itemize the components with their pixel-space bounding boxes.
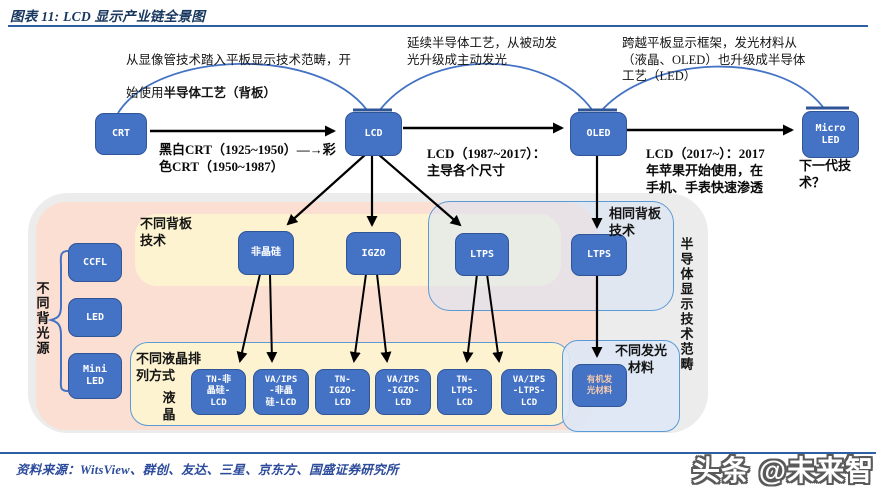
- node-tn-ltps-lcd: TN- LTPS- LCD: [437, 369, 492, 415]
- node-tn-asi-lcd: TN-非 晶硅- LCD: [191, 369, 246, 415]
- node-led: LED: [68, 298, 122, 337]
- node-igzo: IGZO: [346, 232, 401, 275]
- watermark: 头条 @未来智库: [692, 455, 875, 486]
- title-divider: [8, 25, 868, 27]
- node-vaips-ltps-lcd: VA/IPS -LTPS- LCD: [501, 369, 557, 415]
- source-note: 资料来源：WitsView、群创、友达、三星、京东方、国盛证券研究所: [16, 463, 399, 477]
- annotation-crt-to-lcd-line1: 从显像管技术踏入平板显示技术范畴，开: [126, 52, 352, 67]
- label-backlight: 不同背光源: [34, 281, 50, 356]
- arc-lcd-to-oled: [378, 63, 594, 112]
- node-ccfl: CCFL: [68, 243, 122, 282]
- node-tn-igzo-lcd: TN- IGZO- LCD: [315, 369, 370, 415]
- caption-oled: LCD（2017~）：2017 年苹果开始使用，在 手机、手表快速渗透: [646, 146, 765, 195]
- annotation-crt-to-lcd-line2-prefix: 始使用: [126, 85, 164, 100]
- label-semiconductor-scope: 半导体显示技术范畴: [678, 237, 694, 372]
- label-lc-alignment: 不同液晶排 列方式: [136, 351, 202, 383]
- label-same-backplane: 相同背板 技术: [609, 206, 662, 238]
- node-oled: OLED: [570, 112, 627, 156]
- caption-lcd: LCD（1987~2017）： 主导各个尺寸: [427, 146, 546, 178]
- node-microled: Micro LED: [802, 111, 859, 158]
- figure-title: 图表 11: LCD 显示产业链全景图: [10, 9, 206, 24]
- node-lcd: LCD: [345, 112, 402, 156]
- annotation-oled-to-microled: 跨越平板显示框架，发光材料从 （液晶、OLED）也升级成半导体 工艺（LED）: [622, 36, 806, 83]
- node-ltps: LTPS: [455, 233, 509, 276]
- caption-microled: 下一代技 术？: [799, 158, 852, 190]
- node-asi: 非晶硅: [238, 231, 294, 275]
- node-crt: CRT: [95, 113, 147, 155]
- caption-crt: 黑白CRT（1925~1950）—→彩 色CRT（1950~1987）: [159, 142, 336, 174]
- annotation-lcd-to-oled: 延续半导体工艺，从被动发 光升级成主动发光: [407, 36, 558, 67]
- node-ltps-oled: LTPS: [571, 234, 627, 276]
- node-vaips-asi-lcd: VA/IPS -非晶 硅-LCD: [253, 369, 309, 415]
- label-liquid-crystal: 液 晶: [162, 390, 176, 422]
- label-emissive: 不同发光 材料: [614, 343, 667, 375]
- footer-divider: [0, 452, 876, 454]
- annotation-crt-to-lcd: 从显像管技术踏入平板显示技术范畴，开 始使用半导体工艺（背板）: [126, 35, 384, 101]
- label-backplane: 不同背板 技术: [140, 216, 193, 248]
- node-miniled: Mini LED: [68, 353, 122, 399]
- node-vaips-igzo-lcd: VA/IPS -IGZO- LCD: [375, 369, 431, 415]
- node-organic-material: 有机发 光材料: [572, 364, 627, 407]
- annotation-crt-to-lcd-line2-bold: 半导体工艺（背板）: [163, 85, 277, 100]
